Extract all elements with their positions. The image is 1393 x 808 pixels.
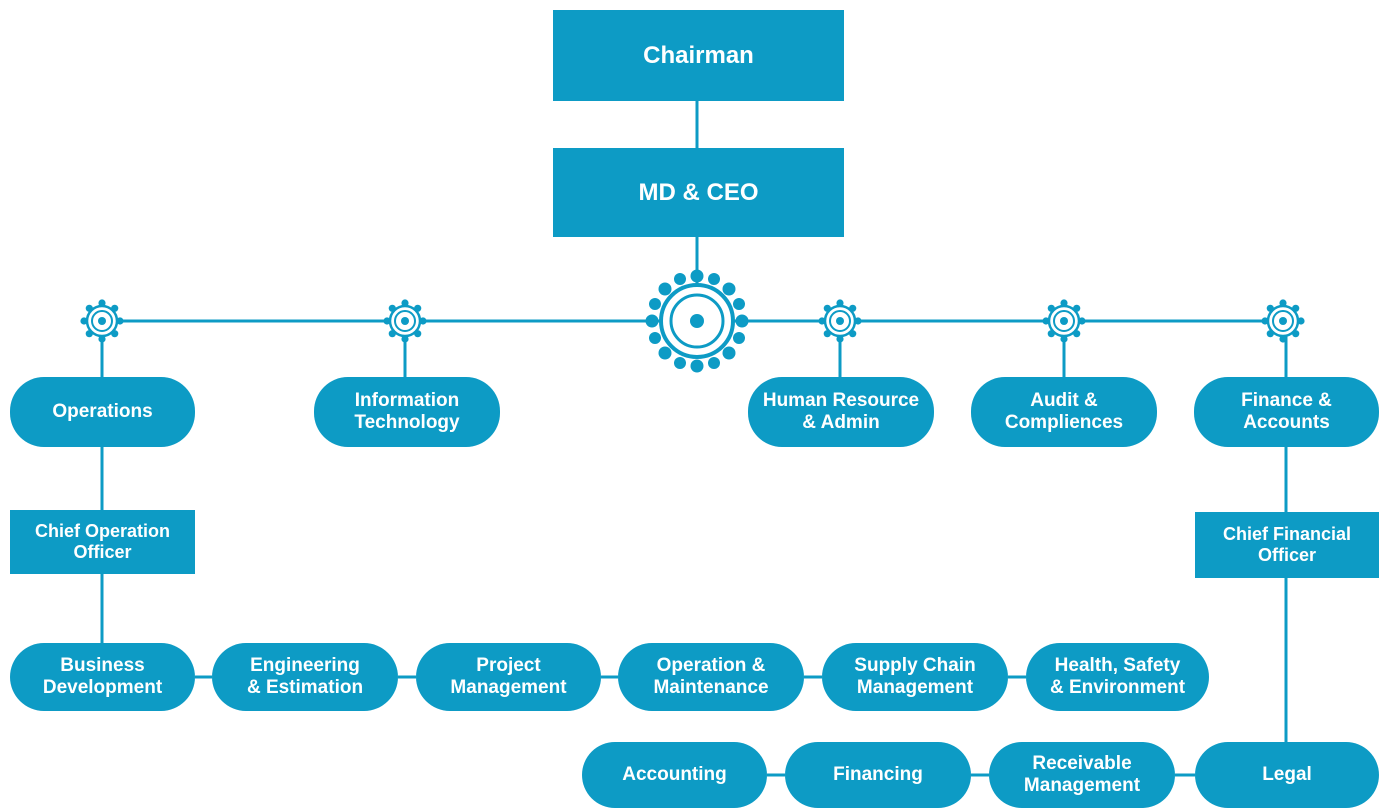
- gear-icon-audit: [1042, 299, 1086, 343]
- chief-financial-officer-box: Chief Financial Officer: [1195, 512, 1379, 578]
- unit-engineering-estimation: Engineering & Estimation: [212, 643, 398, 711]
- unit-receivable-management: Receivable Management: [989, 742, 1175, 808]
- unit-operation-maintenance: Operation & Maintenance: [618, 643, 804, 711]
- department-information-technology: Information Technology: [314, 377, 500, 447]
- department-audit: Audit & Compliences: [971, 377, 1157, 447]
- gear-icon-it: [383, 299, 427, 343]
- ceo-box: MD & CEO: [553, 148, 844, 237]
- unit-financing: Financing: [785, 742, 971, 808]
- department-operations: Operations: [10, 377, 195, 447]
- chairman-box: Chairman: [553, 10, 844, 101]
- unit-project-management: Project Management: [416, 643, 601, 711]
- gear-icon-finance: [1261, 299, 1305, 343]
- department-finance: Finance & Accounts: [1194, 377, 1379, 447]
- unit-accounting: Accounting: [582, 742, 767, 808]
- unit-business-development: Business Development: [10, 643, 195, 711]
- chief-operation-officer-box: Chief Operation Officer: [10, 510, 195, 574]
- central-hub-gear-icon: [645, 269, 749, 373]
- gear-icon-hr: [818, 299, 862, 343]
- department-human-resource: Human Resource & Admin: [748, 377, 934, 447]
- gear-icon-operations: [80, 299, 124, 343]
- unit-legal: Legal: [1195, 742, 1379, 808]
- unit-supply-chain-management: Supply Chain Management: [822, 643, 1008, 711]
- unit-health-safety-environment: Health, Safety & Environment: [1026, 643, 1209, 711]
